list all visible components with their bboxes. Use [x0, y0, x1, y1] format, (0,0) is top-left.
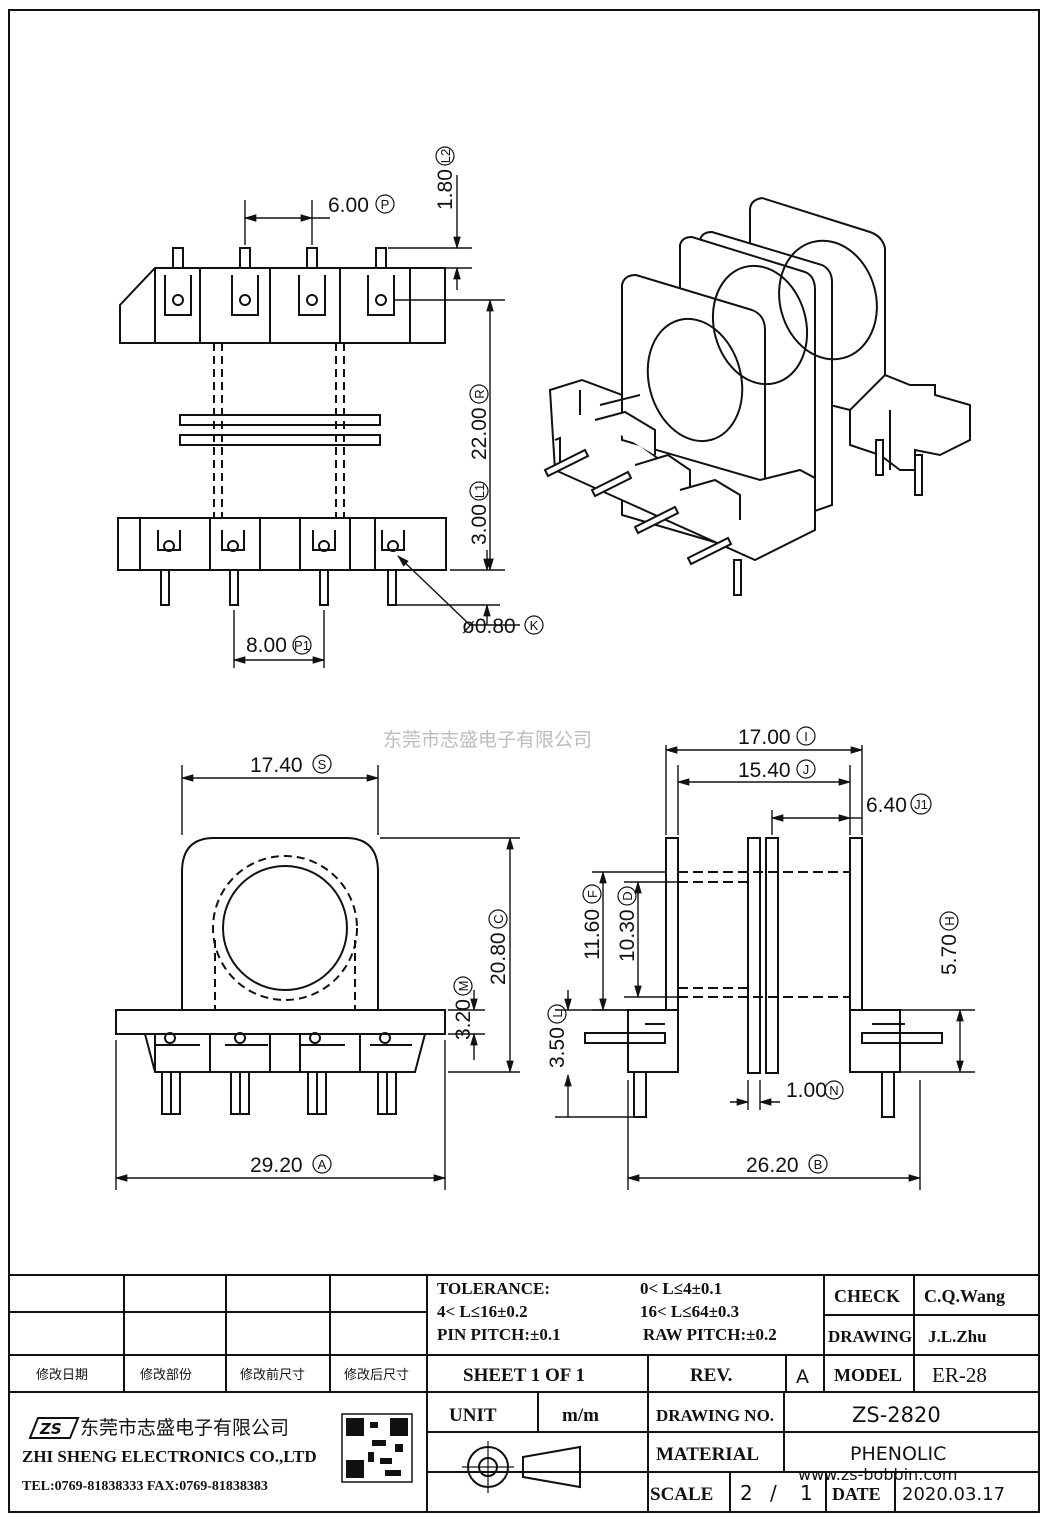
dim-bottom-pitch-tag: P1 [294, 638, 310, 653]
dim-inner-length-tag: J [803, 762, 810, 777]
title-block-text: 修改日期 修改部份 修改前尺寸 修改后尺寸 TOLERANCE: 0< L≤4±… [22, 1279, 1005, 1505]
scale-den: 1 [800, 1481, 813, 1505]
dim-pin-length: 3.50 [546, 1027, 569, 1068]
dim-wall-thickness: 1.00 [786, 1079, 827, 1102]
watermark: 东莞市志盛电子有限公司 [383, 729, 592, 751]
drawing-no-label: DRAWING NO. [656, 1406, 774, 1425]
rev-header-part: 修改部份 [140, 1368, 192, 1383]
dim-center-height: 3.20 [452, 999, 475, 1040]
company-logo: ZS [39, 1420, 62, 1438]
front-view-dims [114, 765, 520, 1190]
tolerance-1: 0< L≤4±0.1 [640, 1279, 722, 1298]
model-label: MODEL [834, 1365, 902, 1385]
pin-pitch: PIN PITCH:±0.1 [437, 1325, 561, 1344]
dim-flange-height-tag: F [585, 890, 600, 898]
dim-base-height: 3.00 [468, 504, 491, 545]
date-value: 2020.03.17 [902, 1484, 1005, 1505]
scale-num: 2 [740, 1481, 753, 1505]
material-value: PHENOLIC [850, 1443, 946, 1465]
dim-body-height: 22.00 [468, 407, 491, 460]
check-value: C.Q.Wang [924, 1286, 1005, 1306]
dim-body-height-tag: R [472, 389, 487, 398]
tolerance-3: 16< L≤64±0.3 [640, 1302, 739, 1321]
dim-overall-height: 20.80 [487, 932, 510, 985]
dim-pin-height-tag: L2 [438, 149, 453, 163]
dim-section-length: 6.40 [866, 794, 907, 817]
rev-value: A [796, 1366, 809, 1388]
side-view [584, 837, 943, 1118]
dim-flange-width: 17.40 [250, 754, 303, 777]
check-label: CHECK [834, 1286, 900, 1306]
dim-pin-height: 1.80 [434, 169, 457, 210]
material-label: MATERIAL [656, 1444, 759, 1465]
dim-top-pitch: 6.00 [328, 194, 369, 217]
dim-inner-length: 15.40 [738, 759, 791, 782]
unit-label: UNIT [449, 1405, 497, 1426]
sheet: SHEET 1 OF 1 [463, 1365, 585, 1386]
top-view-dim-text: 6.00 P 1.80 L2 22.00 R 3.00 L1 ø0.80 K 8… [246, 146, 544, 657]
dim-center-height-tag: M [456, 981, 471, 992]
rev-header-before: 修改前尺寸 [240, 1367, 305, 1383]
company-en: ZHI SHENG ELECTRONICS CO.,LTD [22, 1447, 317, 1466]
front-view-dim-text: 17.40 S 3.20 M 20.80 C 29.20 A [250, 754, 510, 1177]
dim-pin-diameter: ø0.80 [462, 615, 516, 638]
tolerance-label: TOLERANCE: [437, 1279, 550, 1298]
dim-overall-width-tag: A [318, 1157, 327, 1172]
dim-core-diameter: 10.30 [616, 909, 639, 962]
side-view-dim-text: 17.00 I 15.40 J 6.40 J1 11.60 F 10.30 D … [546, 726, 961, 1177]
dim-core-diameter-tag: D [620, 891, 635, 900]
dim-side-length: 17.00 [738, 726, 791, 749]
drawing-value: J.L.Zhu [928, 1327, 987, 1346]
top-view [117, 247, 447, 606]
dim-overall-height-tag: C [491, 914, 506, 923]
drawing-no-value: ZS-2820 [852, 1403, 941, 1427]
dim-base-height-tag: L1 [472, 484, 487, 498]
dim-pin-diameter-tag: K [530, 618, 539, 633]
sheet-border [8, 9, 1040, 1513]
dim-side-width: 26.20 [746, 1154, 799, 1177]
dim-side-width-tag: B [814, 1157, 823, 1172]
rev-header-after: 修改后尺寸 [344, 1368, 409, 1383]
drawing-label: DRAWING [828, 1327, 912, 1346]
dim-bottom-pitch: 8.00 [246, 634, 287, 657]
unit-value: m/m [562, 1405, 599, 1426]
dim-flange-height: 11.60 [581, 909, 604, 960]
scale-sep: / [770, 1481, 777, 1505]
title-block [9, 1274, 1039, 1512]
raw-pitch: RAW PITCH:±0.2 [643, 1325, 777, 1344]
company-contact: TEL:0769-81838333 FAX:0769-81838383 [22, 1479, 268, 1494]
dim-flange-width-tag: S [318, 757, 327, 772]
dim-pin-length-tag: L [550, 1010, 565, 1017]
tolerance-2: 4< L≤16±0.2 [437, 1302, 528, 1321]
dim-core-center-tag: H [942, 916, 957, 925]
dim-core-center: 5.70 [938, 934, 961, 975]
isometric-view [543, 196, 971, 596]
website-watermark: www.zs-bobbin.com [798, 1465, 957, 1484]
dim-wall-thickness-tag: N [829, 1083, 838, 1098]
dim-section-length-tag: J1 [914, 797, 928, 812]
dim-overall-width: 29.20 [250, 1154, 303, 1177]
model-value: ER-28 [932, 1363, 987, 1387]
rev-label: REV. [690, 1365, 732, 1386]
side-view-dims [555, 745, 975, 1190]
scale-label: SCALE [650, 1484, 713, 1505]
company-cn: 东莞市志盛电子有限公司 [80, 1417, 289, 1439]
dim-top-pitch-tag: P [381, 197, 390, 212]
date-label: DATE [832, 1484, 881, 1504]
top-view-dims [232, 175, 520, 668]
rev-header-date: 修改日期 [36, 1368, 88, 1383]
front-view [115, 837, 446, 1115]
dim-side-length-tag: I [804, 729, 808, 744]
